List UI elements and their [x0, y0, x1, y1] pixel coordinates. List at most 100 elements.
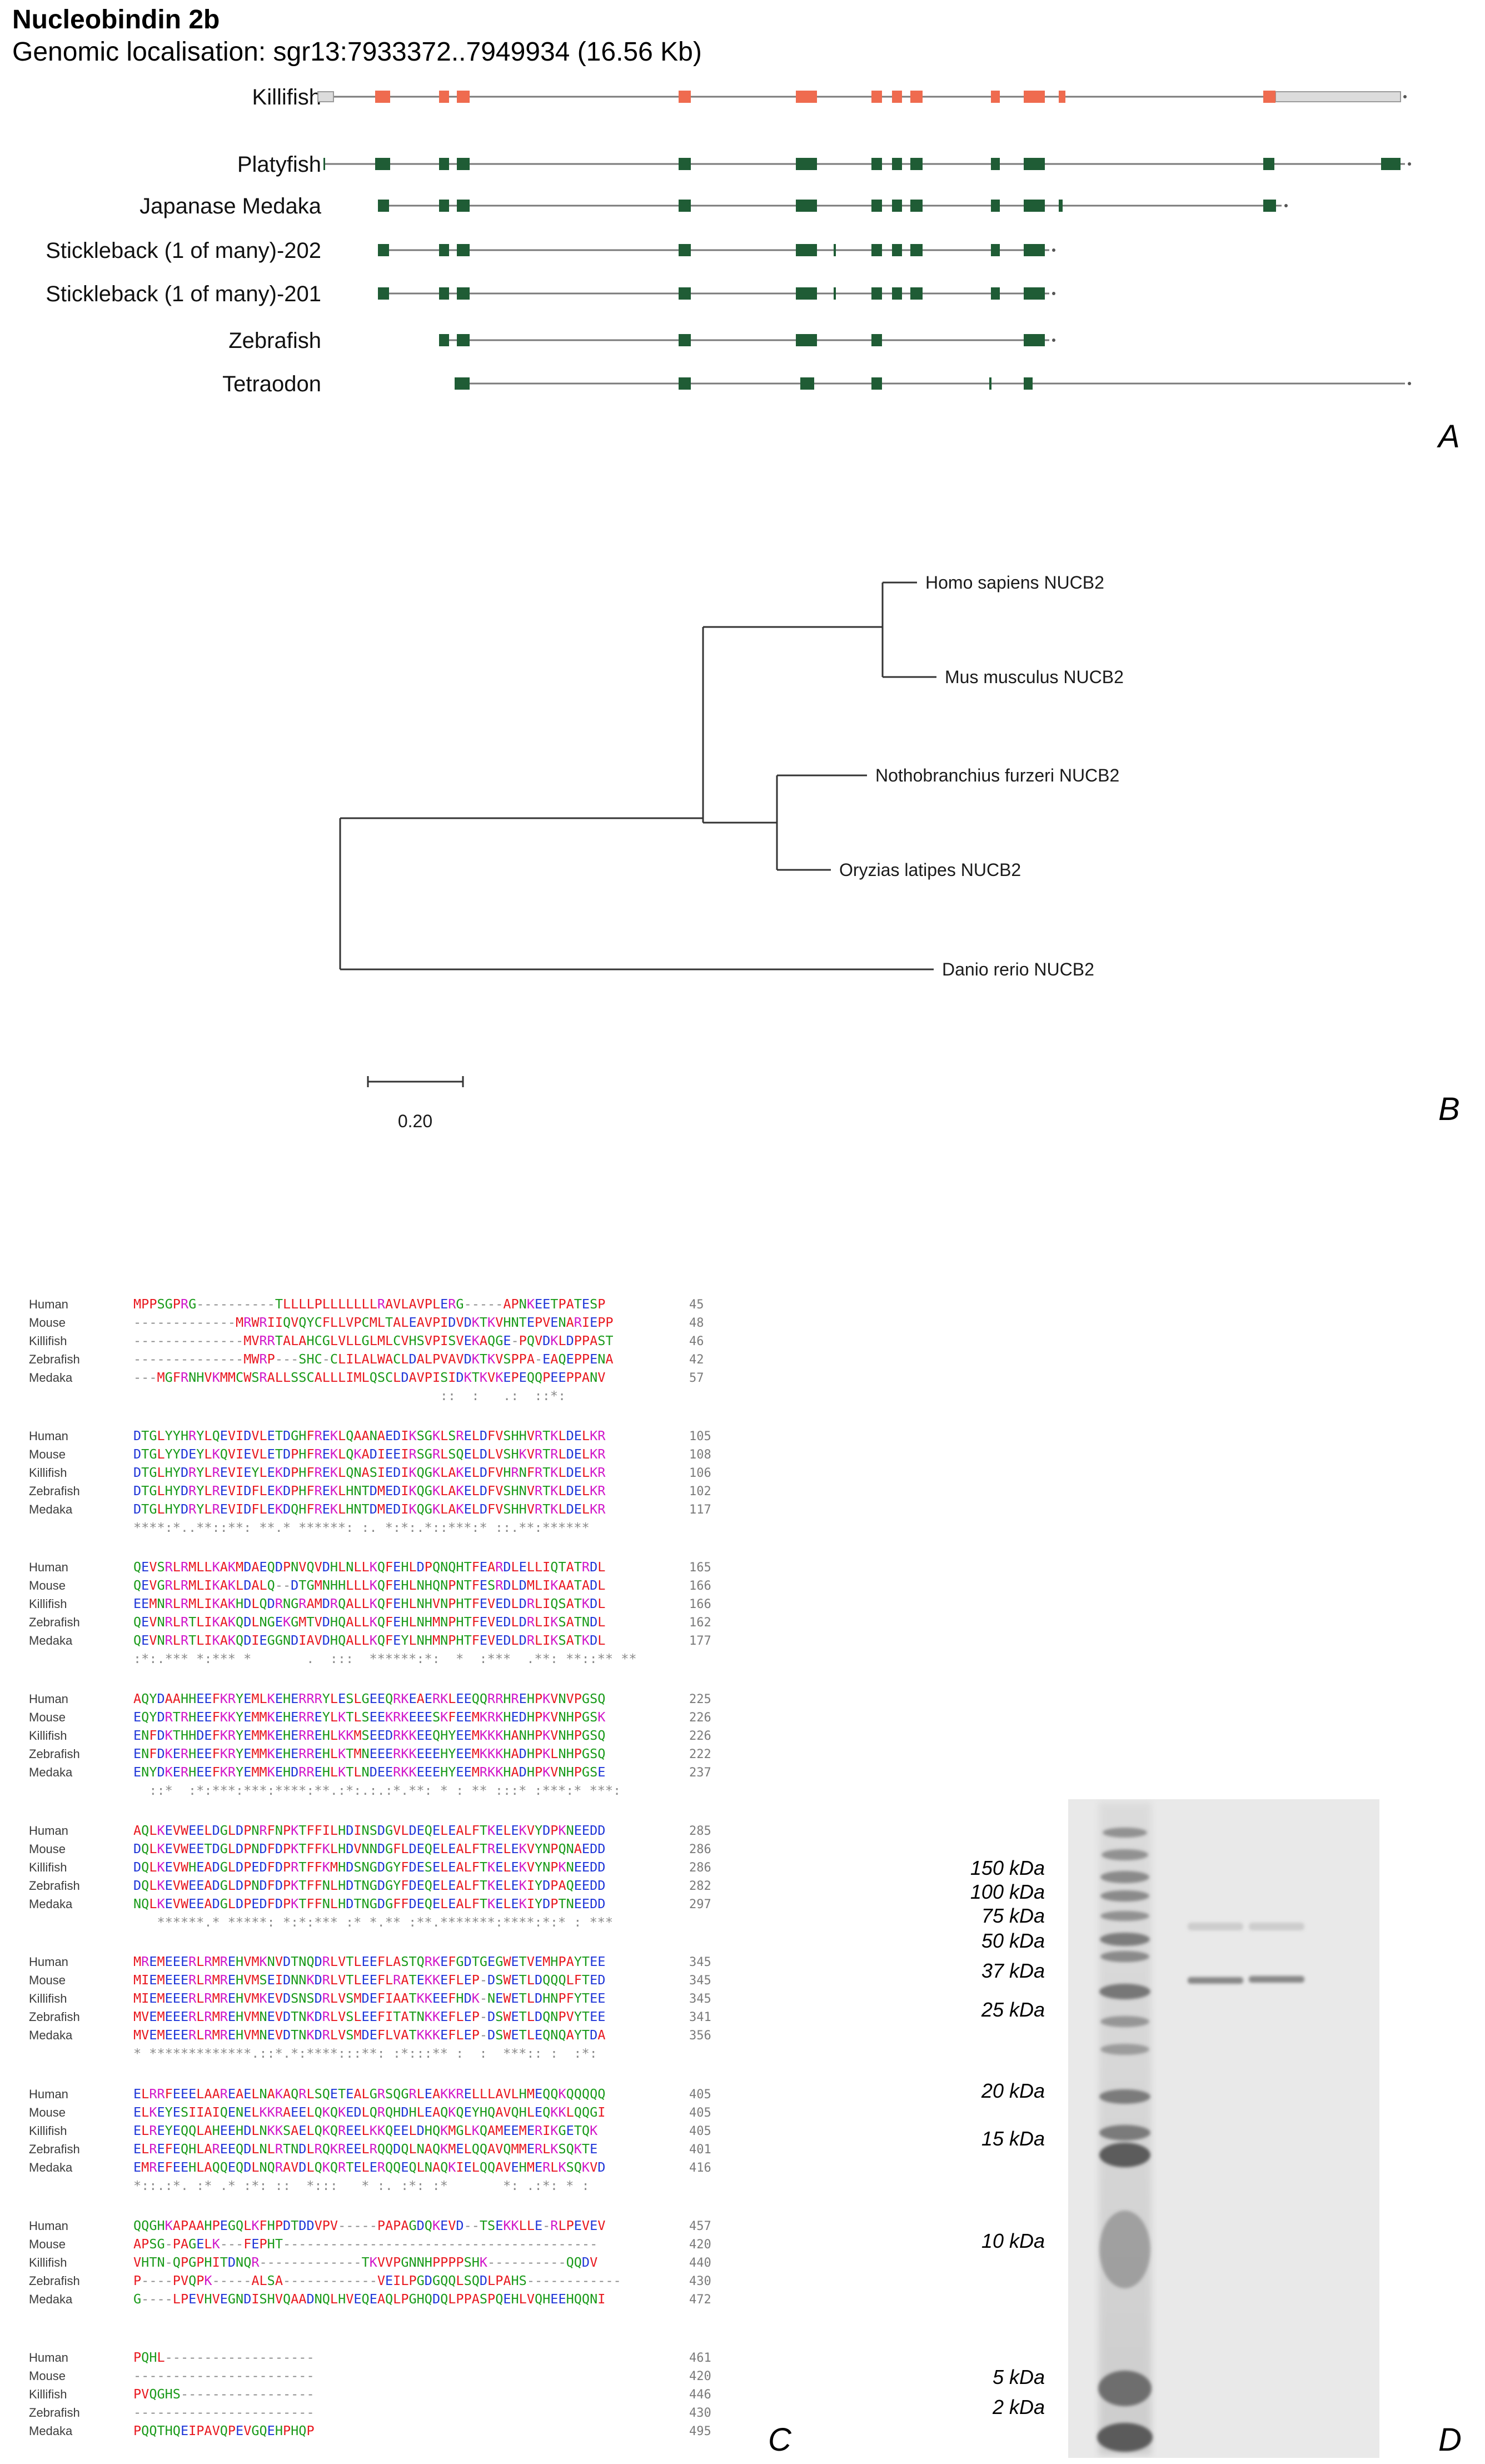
tree-leaf-label: Oryzias latipes NUCB2	[839, 860, 1021, 880]
exon-box	[375, 158, 390, 170]
alignment-position: 106	[689, 1466, 711, 1480]
alignment-sequence: MPPSGPRG----------TLLLLPLLLLLLLRAVLAVPLE…	[133, 1296, 606, 1312]
exon-box	[871, 158, 882, 170]
species-label: Tetraodon	[222, 372, 321, 396]
alignment-position: 430	[689, 2406, 711, 2420]
exon-box	[1059, 200, 1063, 212]
alignment-species-name: Mouse	[29, 1710, 66, 1724]
alignment-species-name: Zebrafish	[29, 1615, 80, 1629]
exon-box	[796, 287, 817, 300]
alignment-sequence: QQGHKAPAAHPEGQLKFHPDTDDVPV-----PAPAGDQKE…	[133, 2218, 606, 2233]
alignment-species-name: Killifish	[29, 2124, 67, 2138]
panel-d-label: D	[1438, 2422, 1462, 2458]
alignment-sequence: MVEMEEERLRMREHVMNEVDTNKDRLVSMDEFLVATKKKE…	[133, 2027, 606, 2043]
alignment-position: 45	[689, 1298, 704, 1312]
alignment-position: 105	[689, 1430, 711, 1443]
alignment-sequence: DQLKEVWEETDGLDPNDFDPKTFFKLHDVNNDGFLDEQEL…	[133, 1841, 606, 1856]
alignment-row: Medaka MVEMEEERLRMREHVMNEVDTNKDRLVSMDEFLV…	[29, 2026, 711, 2044]
exon-box	[679, 377, 691, 390]
tree-leaf-label: Nothobranchius furzeri NUCB2	[875, 765, 1119, 785]
exon-box	[457, 244, 470, 256]
alignment-species-name: Human	[29, 2087, 68, 2101]
alignment-position: 457	[689, 2219, 711, 2233]
alignment-sequence: ENFDKTHHDEFKRYEMMKEHERREHLKKMSEEDRKKEEQH…	[133, 1728, 606, 1743]
exon-box	[991, 158, 1000, 170]
alignment-sequence: ELKEYESIIAIQENELKKRAEELQKQKEDLQRQHDHLEAQ…	[133, 2104, 606, 2120]
panel-b-label: B	[1438, 1091, 1460, 1127]
alignment-position: 440	[689, 2256, 711, 2270]
alignment-position: 416	[689, 2161, 711, 2175]
alignment-sequence: DTGLHYDRYLREVIDFLEKDPHFREKLHNTDMEDIKQGKL…	[133, 1483, 606, 1499]
alignment-species-name: Medaka	[29, 2424, 73, 2438]
alignment-species-name: Killifish	[29, 1860, 67, 1874]
alignment-position: 286	[689, 1843, 711, 1856]
gene-track-row: Platyfish	[237, 152, 1411, 177]
alignment-sequence: --------------MWRP---SHC-CLILALWACLDALPV…	[133, 1351, 614, 1367]
exon-box	[323, 158, 325, 170]
alignment-sequence: ---MGFRNHVKMMCWSRALLSSCALLLIMLQSCLDAVPIS…	[133, 1370, 606, 1385]
alignment-position: 341	[689, 2010, 711, 2024]
alignment-sequence: QEVNRLRTLIKAKQDIEGGNDIAVDHQALLKQFEYLNHMN…	[133, 1632, 606, 1648]
panel-a-subtitle: Genomic localisation: sgr13:7933372..794…	[12, 37, 702, 67]
tree-leaf-label: Mus musculus NUCB2	[945, 667, 1124, 687]
alignment-species-name: Killifish	[29, 2256, 67, 2269]
alignment-row: Mouse-----------------------420	[29, 2367, 711, 2385]
exon-box	[871, 377, 882, 390]
exon-box	[457, 287, 470, 300]
conservation-line: ::* :*:***:***:****:**.:*:.:.:*.**: * : …	[133, 1783, 621, 1798]
alignment-position: 405	[689, 2088, 711, 2102]
alignment-species-name: Medaka	[29, 2028, 73, 2042]
kda-marker-label: 75 kDa	[981, 1904, 1045, 1927]
scale-bar: 0.20	[367, 1076, 464, 1131]
scale-bar-label: 0.20	[398, 1111, 432, 1131]
alignment-position: 108	[689, 1448, 711, 1462]
alignment-sequence: VHTN-QPGPHITDNQR-------------TKVVPGNNHPP…	[133, 2254, 598, 2270]
alignment-position: 57	[689, 1371, 704, 1385]
alignment-species-name: Human	[29, 1824, 68, 1838]
exon-box	[378, 200, 389, 212]
exon-box	[1024, 334, 1045, 346]
conservation-line: ****:*..**::**: **.* ******: :. *:*:.*::…	[133, 1520, 590, 1535]
alignment-position: 356	[689, 2029, 711, 2043]
alignment-position: 345	[689, 1974, 711, 1988]
alignment-position: 48	[689, 1316, 704, 1330]
alignment-species-name: Medaka	[29, 1502, 73, 1516]
exon-box	[871, 334, 882, 346]
alignment-sequence: QEVGRLRMLIKAKLDALQ--DTGMNHHLLLKQFEHLNHQN…	[133, 1577, 606, 1593]
alignment-species-name: Human	[29, 1297, 68, 1311]
alignment-species-name: Medaka	[29, 2292, 73, 2306]
alignment-position: 162	[689, 1616, 711, 1630]
exon-box	[455, 377, 470, 390]
alignment-position: 286	[689, 1861, 711, 1875]
alignment-sequence: MREMEEERLRMREHVMKNVDTNQDRLVTLEEFLASTQRKE…	[133, 1954, 606, 1969]
exon-box	[439, 200, 449, 212]
alignment-row: Zebrafish--------------MWRP---SHC-CLILAL…	[29, 1350, 704, 1368]
exon-box	[439, 158, 449, 170]
alignment-sequence: ENYDKERHEEFKRYEMMKEHDRREHLKTLNDEERKKEEEH…	[133, 1764, 606, 1780]
alignment-position: 222	[689, 1748, 711, 1761]
kda-marker-label: 15 kDa	[981, 2127, 1045, 2150]
exon-box	[892, 200, 902, 212]
species-label: Stickleback (1 of many)-202	[46, 238, 321, 263]
alignment-position: 166	[689, 1579, 711, 1593]
alignment-species-name: Medaka	[29, 1765, 73, 1779]
alignment-species-name: Zebrafish	[29, 2274, 80, 2288]
alignment-row: Killifish VHTN-QPGPHITDNQR-------------TK…	[29, 2253, 711, 2272]
kda-marker-label: 37 kDa	[981, 1959, 1045, 1982]
alignment-species-name: Zebrafish	[29, 2406, 80, 2420]
alignment-position: 345	[689, 1955, 711, 1969]
